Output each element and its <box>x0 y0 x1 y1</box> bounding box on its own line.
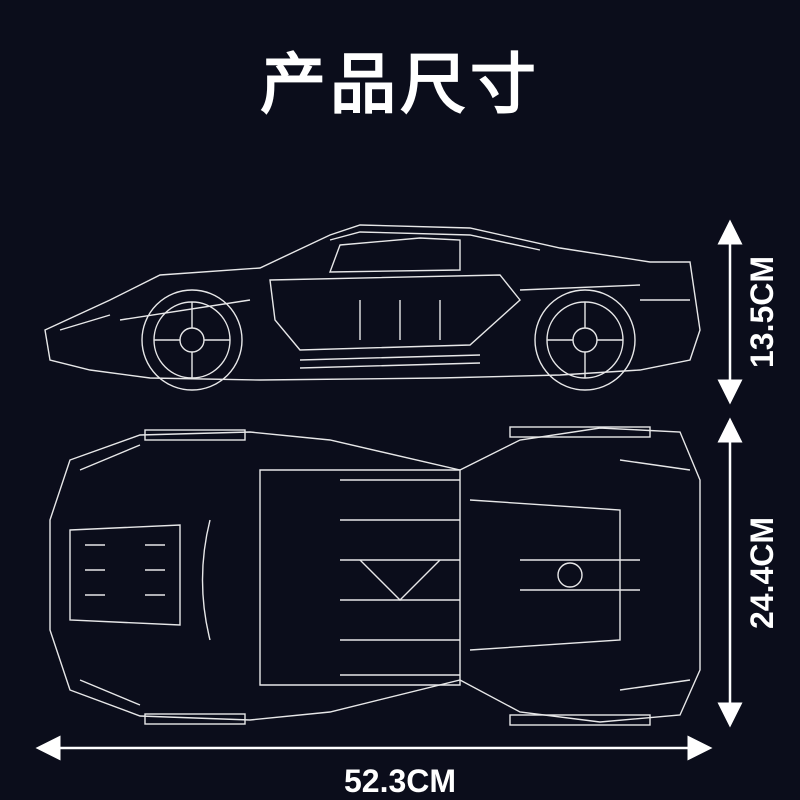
car-side-view <box>44 224 701 391</box>
length-label: 52.3CM <box>343 763 457 799</box>
car-top-view <box>49 426 701 726</box>
width-label: 24.4CM <box>744 516 780 630</box>
height-label: 13.5CM <box>744 255 780 369</box>
page-title: 产品尺寸 <box>260 46 540 123</box>
